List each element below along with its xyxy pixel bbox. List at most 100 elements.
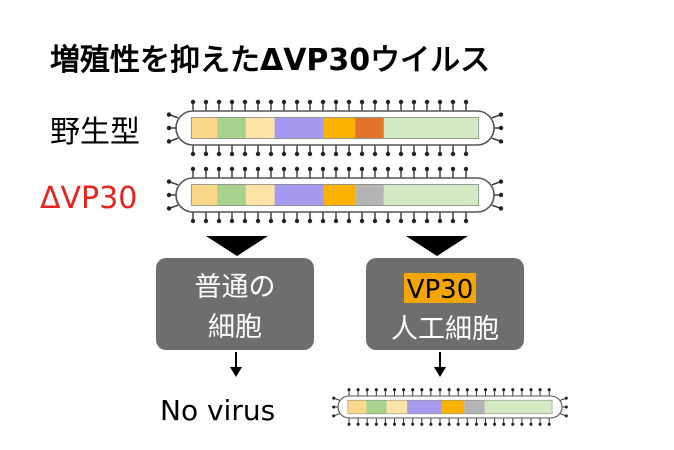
- normal-cell-line-2: 細胞: [208, 312, 262, 343]
- virus-spike-tip: [456, 422, 460, 426]
- genome-segment: [386, 400, 408, 414]
- virus-spike-tip: [255, 218, 261, 224]
- virus-spike-tip: [365, 388, 369, 392]
- virus-spike-tip: [424, 99, 430, 105]
- virus-spike-tip: [437, 99, 443, 105]
- virus-spike-tip: [333, 99, 339, 105]
- virus-spike-tip: [456, 388, 460, 392]
- virus-spike-tip: [438, 422, 442, 426]
- virus-spike-tip: [294, 218, 300, 224]
- genome-outline: [347, 399, 553, 415]
- virus-spike-tip: [359, 151, 365, 157]
- virus-spike-tip: [281, 99, 287, 105]
- genome-segment: [383, 117, 479, 139]
- virus-spike-tip: [203, 151, 209, 157]
- virus-spike-tip: [402, 422, 406, 426]
- virus-spike-tip: [520, 388, 524, 392]
- virus-spike-tip: [166, 112, 172, 117]
- genome-segment: [245, 184, 275, 206]
- virus-spike-tip: [411, 422, 415, 426]
- virus-spike-tip: [307, 166, 313, 172]
- virus-spike-tip: [216, 151, 222, 157]
- virus-spike-tip: [392, 422, 397, 426]
- genome-outline: [190, 117, 480, 139]
- virus-spike-tip: [294, 151, 300, 157]
- virus-spike-tip: [450, 166, 456, 172]
- virus-spike-tip: [307, 218, 313, 224]
- virus-spike-tip: [424, 166, 430, 172]
- virus-spike-tip: [564, 396, 568, 400]
- virus-spike-tip: [203, 218, 209, 224]
- virus-spike-tip: [529, 422, 533, 426]
- delta-vp30-label: ΔVP30: [40, 181, 137, 216]
- virus-spike-tip: [281, 166, 287, 172]
- virus-spike-tip: [429, 388, 433, 392]
- virus-spike-tip: [281, 218, 287, 224]
- virus-spike-tip: [463, 151, 469, 157]
- virus-spike-tip: [320, 166, 326, 172]
- virus-spike-tip: [520, 422, 524, 426]
- genome-segment: [274, 184, 324, 206]
- virus-spike-tip: [372, 99, 378, 105]
- virus-spike-tip: [365, 422, 369, 426]
- virus-spike-tip: [498, 192, 504, 198]
- virus-spike-tip: [498, 179, 504, 184]
- virus-spike-tip: [268, 151, 274, 157]
- vp30-highlight: [404, 273, 476, 303]
- virus-spike-tip: [333, 151, 339, 157]
- virus-spike-tip: [465, 388, 469, 392]
- virus-spike-tip: [190, 99, 196, 105]
- virus-spike-tip: [402, 388, 406, 392]
- genome-segment: [274, 117, 324, 139]
- virus-spike-tip: [203, 99, 209, 105]
- virus-spike-tip: [398, 99, 404, 105]
- virus-spike-tip: [216, 218, 222, 224]
- virus-spike-tip: [359, 218, 365, 224]
- normal-cell-line-1: 普通の: [195, 272, 276, 303]
- virus-spike-tip: [320, 151, 326, 157]
- virus-spike-tip: [398, 218, 404, 224]
- virus-spike-tip: [474, 388, 478, 392]
- vp30-label: VP30: [407, 275, 474, 305]
- virus-spike-tip: [450, 99, 456, 105]
- virus-spike-tip: [166, 139, 172, 144]
- virus-spike-tip: [216, 99, 222, 105]
- virus-spike-tip: [356, 422, 360, 426]
- arrow-right-head-icon: [434, 367, 446, 377]
- virus-spike-tip: [346, 166, 352, 172]
- virus-spike-tip: [166, 125, 172, 131]
- genome-segment: [383, 184, 479, 206]
- genome-segment: [217, 117, 246, 139]
- virus-spike-tip: [411, 99, 417, 105]
- virus-spike-tip: [474, 422, 478, 426]
- wild-type-virus: [166, 99, 504, 157]
- virus-spike-tip: [465, 422, 469, 426]
- virus-spike-tip: [356, 388, 360, 392]
- virus-spike-tip: [411, 166, 417, 172]
- virus-spike-tip: [242, 166, 248, 172]
- virus-spike-tip: [511, 388, 515, 392]
- genome-segment: [464, 400, 485, 414]
- virus-spike-tip: [538, 422, 542, 426]
- virus-spike-tip: [385, 166, 391, 172]
- genome-segment: [441, 400, 465, 414]
- genome-outline: [190, 184, 480, 206]
- virus-spike-tip: [385, 151, 391, 157]
- virus-spike-tip: [564, 414, 568, 418]
- virus-spike-tip: [229, 151, 235, 157]
- virus-spike-tip: [398, 166, 404, 172]
- virus-spike-tip: [493, 422, 497, 426]
- virus-spike-tip: [450, 151, 456, 157]
- virus-spike-tip: [347, 388, 351, 392]
- virus-spike-tip: [383, 422, 387, 426]
- virus-spike-tip: [332, 414, 336, 418]
- genome-segment: [484, 400, 553, 414]
- virus-spike-tip: [374, 422, 378, 426]
- virus-spike-tip: [502, 422, 506, 426]
- virus-spike-tip: [359, 166, 365, 172]
- virus-spike-tip: [447, 388, 451, 392]
- genome-segment: [366, 400, 387, 414]
- genome-segment: [347, 400, 367, 414]
- virus-spike-tip: [190, 151, 196, 157]
